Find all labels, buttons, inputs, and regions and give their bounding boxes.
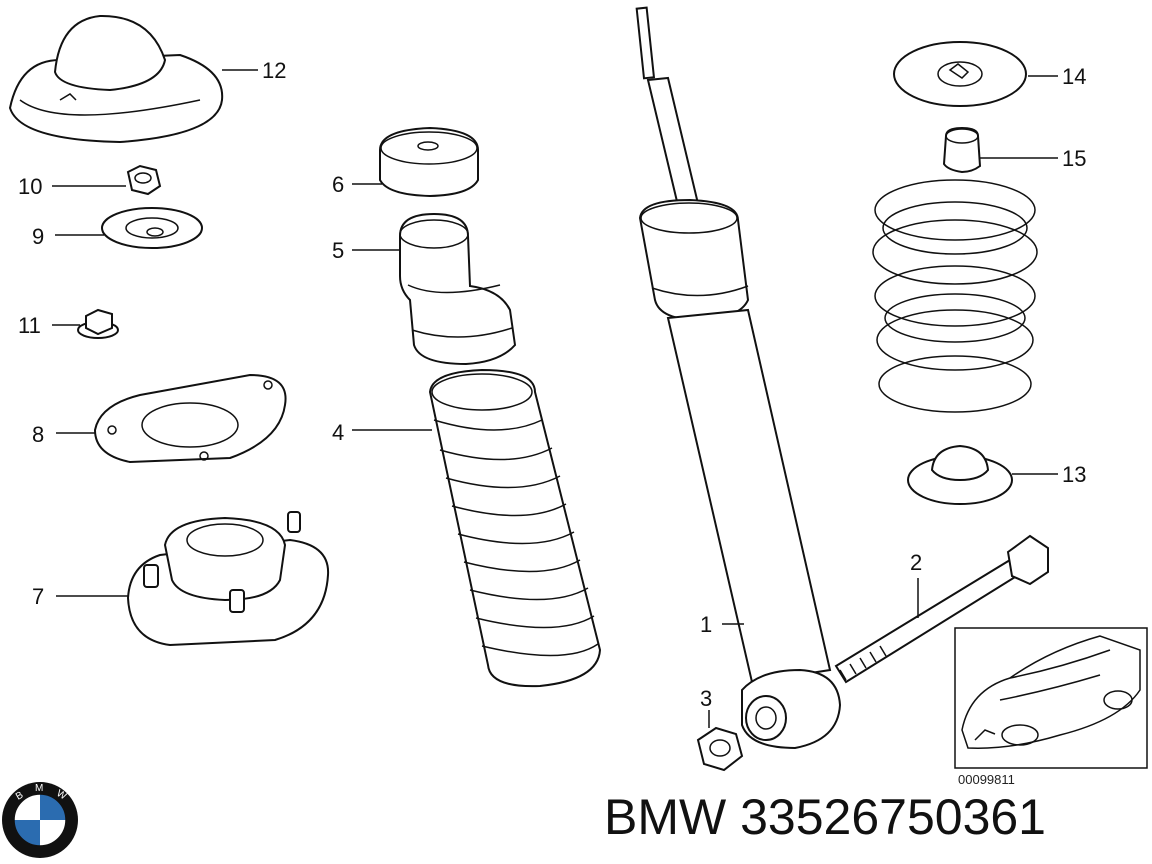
part-14-spring-pad [893, 41, 1027, 107]
callout-4: 4 [332, 420, 344, 445]
part-11-flange-nut [77, 308, 119, 339]
part-4-protective-bellows [428, 368, 602, 688]
part-5-bump-stop [399, 212, 517, 366]
diagram-code: 00099811 [958, 772, 1015, 787]
caption-brand: BMW [604, 789, 727, 845]
part-10-nut [126, 164, 162, 196]
part-2-hex-bolt [834, 534, 1049, 684]
callout-7: 7 [32, 584, 44, 609]
vehicle-location-inset [954, 627, 1148, 769]
part-7-strut-mount [126, 511, 330, 647]
part-8-gasket [93, 373, 287, 464]
callout-10: 10 [18, 174, 42, 199]
callout-1: 1 [700, 612, 712, 637]
callout-15: 15 [1062, 146, 1086, 171]
svg-text:M: M [35, 783, 43, 794]
part-caption: BMW 33526750361 [604, 792, 1046, 842]
part-6-rubber-cup [379, 126, 479, 198]
svg-text:B: B [14, 790, 26, 803]
callout-9: 9 [32, 224, 44, 249]
part-12-dust-cap [8, 14, 224, 144]
part-9-support-washer [101, 207, 203, 249]
callout-13: 13 [1062, 462, 1086, 487]
callout-2: 2 [910, 550, 922, 575]
part-3-self-locking-nut [696, 726, 744, 772]
callout-6: 6 [332, 172, 344, 197]
callout-3: 3 [700, 686, 712, 711]
callout-11: 11 [18, 313, 41, 338]
part-1-shock-absorber [635, 6, 842, 750]
callout-12: 12 [262, 58, 286, 83]
part-15-bushing [942, 126, 982, 174]
part-13-lower-spring-pad [907, 444, 1013, 505]
callout-8: 8 [32, 422, 44, 447]
caption-part-number: 33526750361 [740, 789, 1046, 845]
bmw-logo: B M W [2, 782, 78, 858]
part-coil-spring [872, 179, 1038, 413]
callout-14: 14 [1062, 64, 1086, 89]
callout-5: 5 [332, 238, 344, 263]
